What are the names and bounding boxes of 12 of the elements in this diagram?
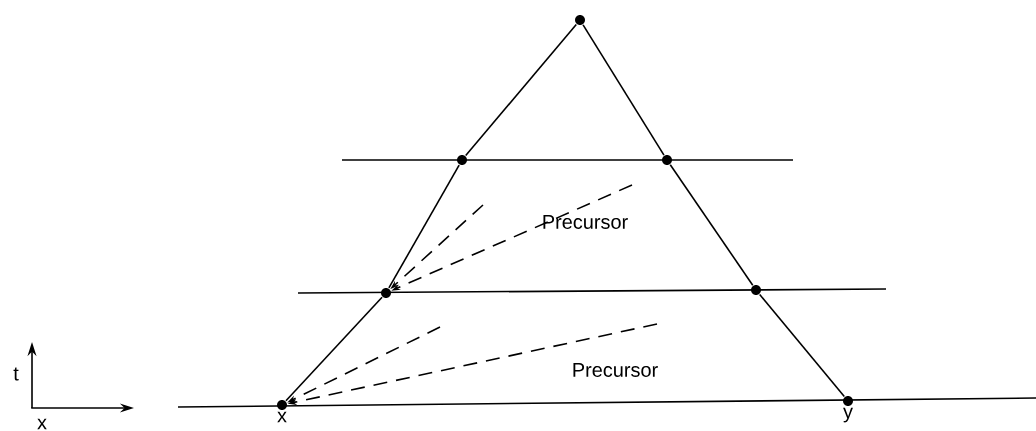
light-cone-line bbox=[669, 164, 754, 287]
light-cone-line bbox=[758, 293, 846, 398]
light-cone-line bbox=[388, 164, 460, 289]
text-label: Precursor bbox=[543, 215, 628, 229]
point-label: x bbox=[277, 411, 287, 423]
text-label: x bbox=[37, 418, 47, 430]
light-cone-line bbox=[582, 24, 665, 156]
text-label: t bbox=[13, 367, 19, 381]
point-label: y bbox=[843, 407, 853, 423]
light-cone-line bbox=[285, 296, 383, 402]
text-label: Precursor bbox=[573, 363, 658, 377]
light-cone-line bbox=[464, 23, 578, 157]
